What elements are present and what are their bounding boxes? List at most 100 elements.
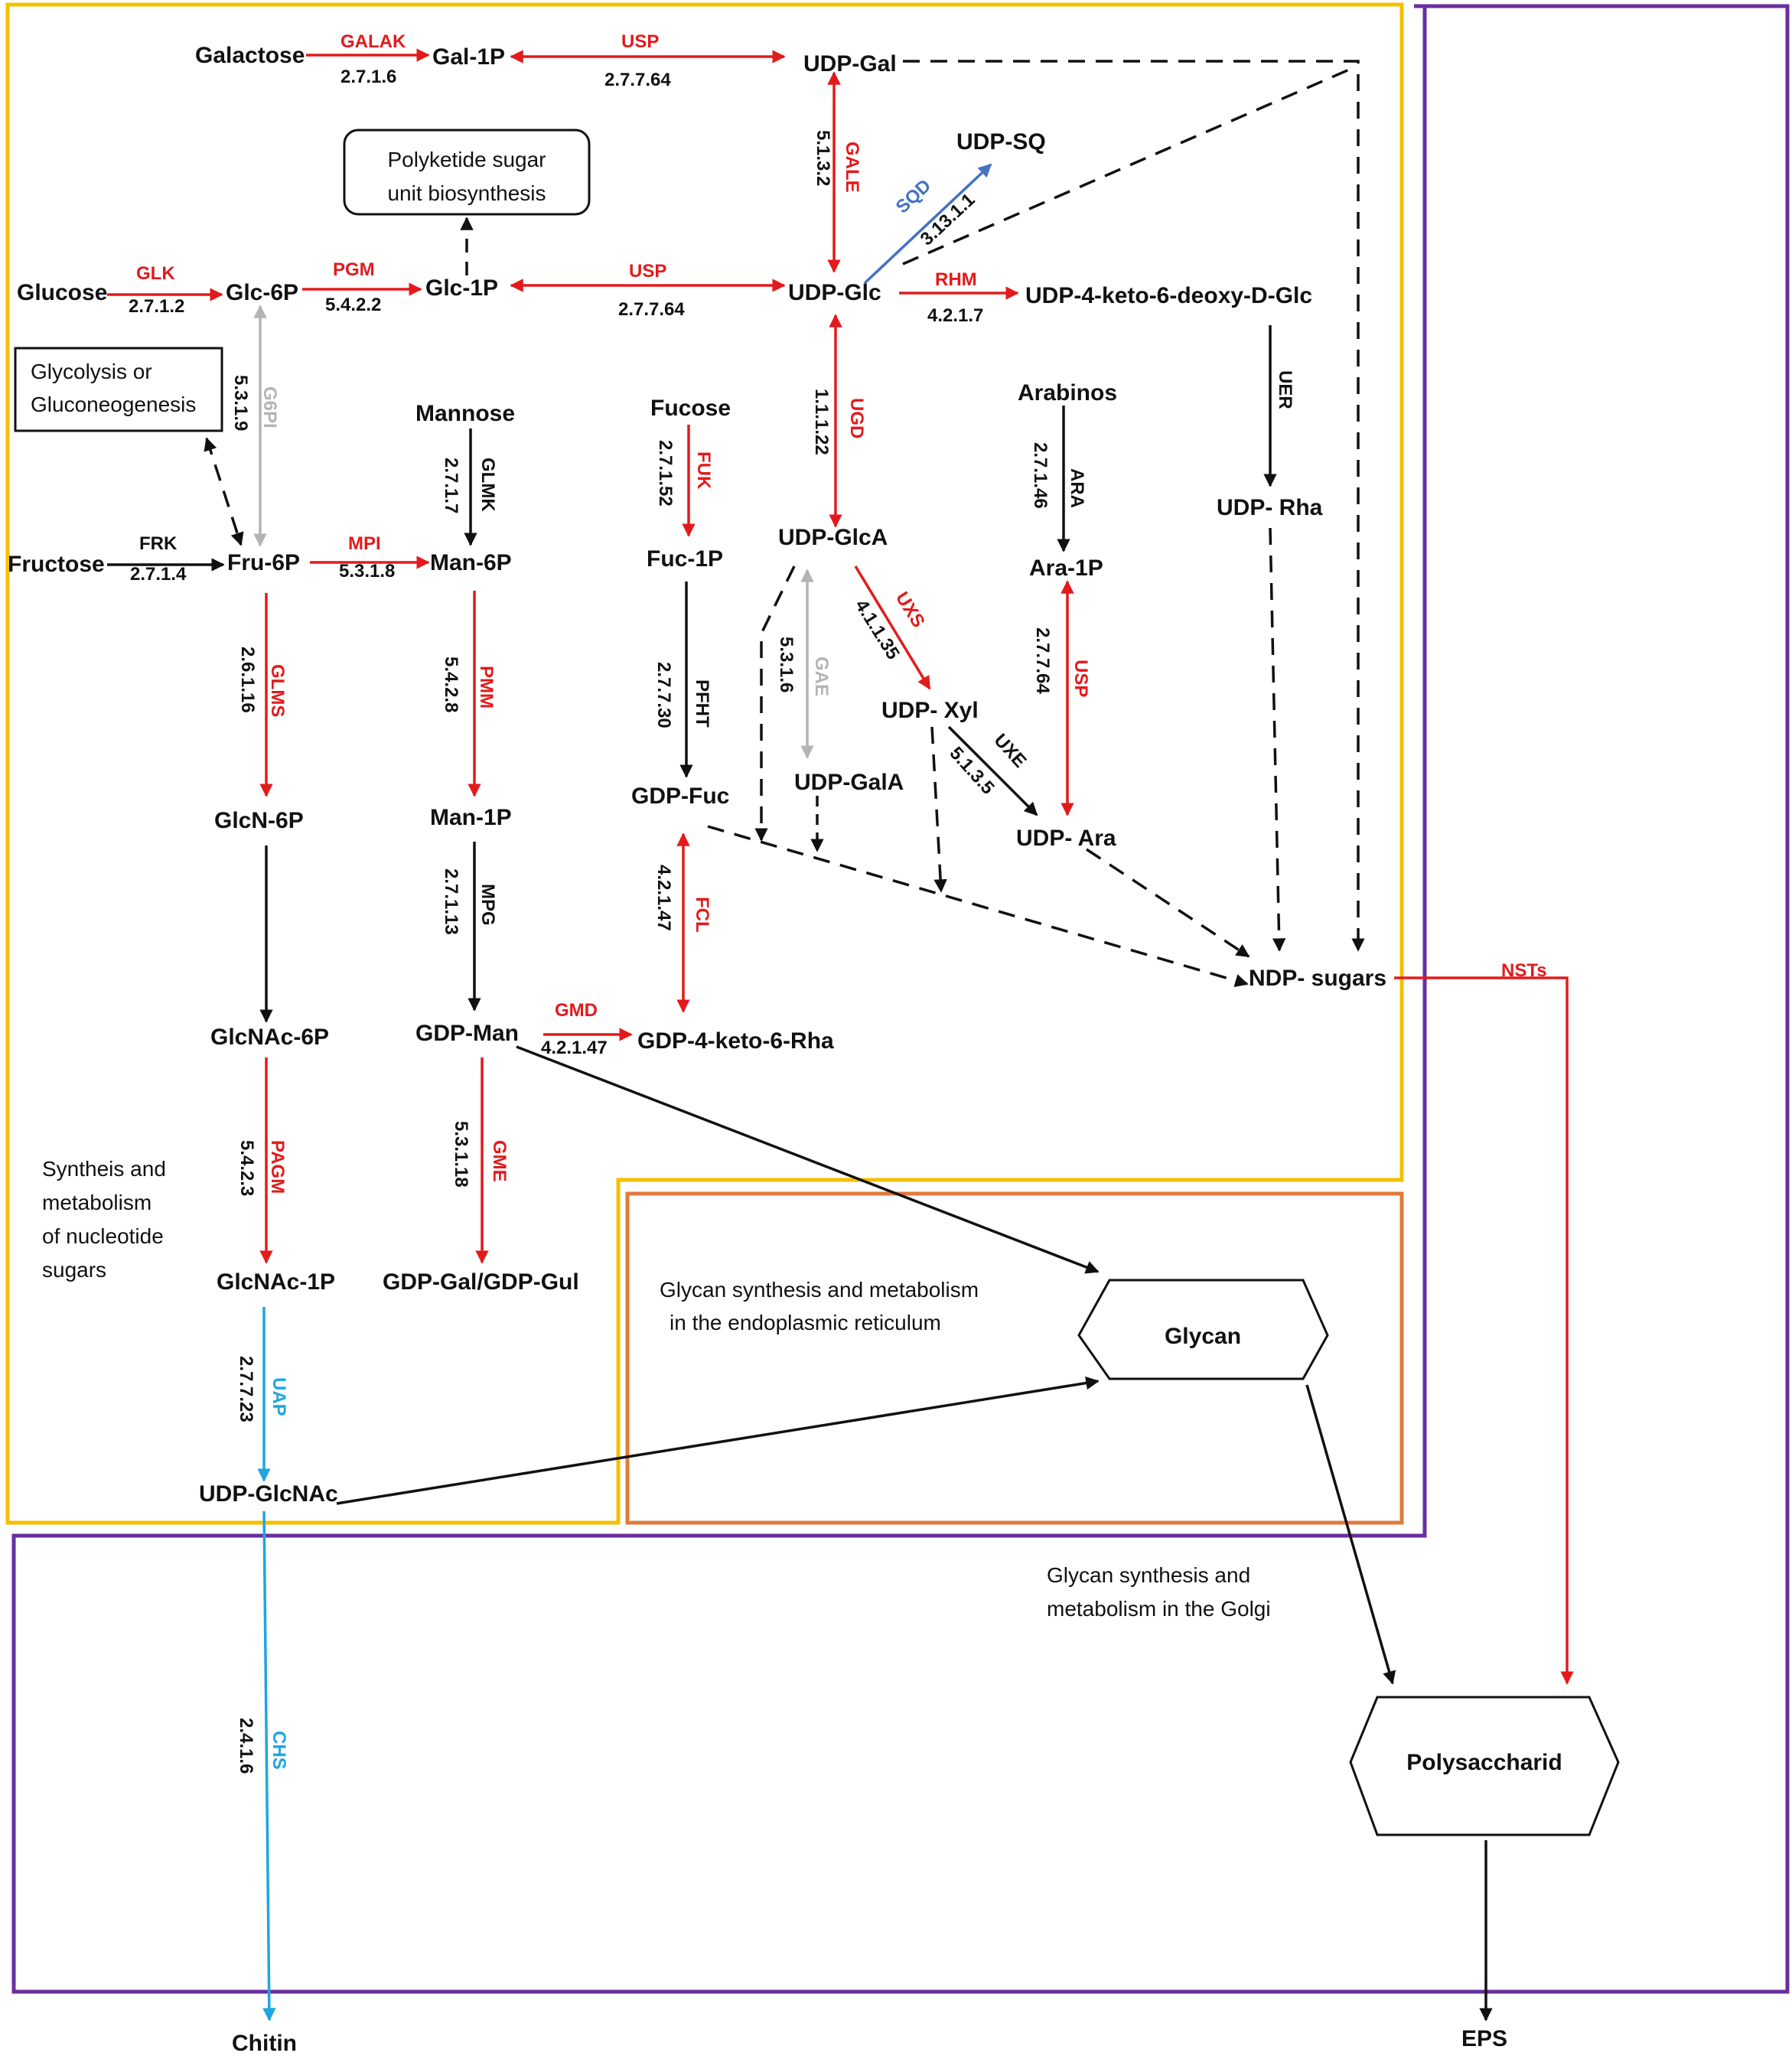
ec-gme: 5.3.1.18: [451, 1121, 471, 1188]
ec-pagm: 5.4.2.3: [236, 1140, 257, 1196]
node-gdpfuc: GDP-Fuc: [631, 784, 729, 809]
dashed-udpglc-corner: [902, 66, 1355, 266]
enzyme-rhm: RHM: [935, 269, 977, 290]
ec-frk: 2.7.1.4: [130, 564, 187, 585]
ec-mpi: 5.3.1.8: [339, 561, 395, 582]
node-fuc1p: Fuc-1P: [647, 546, 723, 572]
enzyme-uap: UAP: [269, 1377, 289, 1416]
dashed-udprha-ndpsugars: [1269, 527, 1286, 952]
node-fru6p: Fru-6P: [227, 550, 300, 575]
enzyme-gae: GAE: [811, 657, 832, 696]
er-region-note-line1: Glycan synthesis and metabolism: [660, 1278, 979, 1302]
enzyme-chs: CHS: [269, 1731, 289, 1770]
node-man6p: Man-6P: [430, 550, 512, 575]
golgi-region-note-line1: Glycan synthesis and: [1047, 1563, 1250, 1587]
arrow-ndpsugars-polysaccharid: [1394, 976, 1574, 1685]
ec-pgm: 5.4.2.2: [325, 295, 381, 315]
nucleotide-sugar-region-box: [5, 2, 1404, 1525]
enzyme-glk: GLK: [136, 263, 175, 284]
arrow-gdpman-glycan: [516, 1045, 1100, 1274]
ec-glms: 2.6.1.16: [237, 647, 258, 713]
ec-usp3: 2.7.7.64: [1032, 627, 1053, 694]
node-fructose: Fructose: [8, 552, 105, 577]
node-polysaccharid: Polysaccharid: [1406, 1750, 1562, 1775]
node-mannose: Mannose: [415, 401, 515, 426]
node-eps: EPS: [1461, 2026, 1507, 2051]
ec-uap: 2.7.7.23: [236, 1356, 256, 1422]
node-gdpgal: GDP-Gal/GDP-Gul: [383, 1269, 579, 1295]
node-glycan: Glycan: [1165, 1324, 1241, 1349]
polyketide-label-line1: Polyketide sugar: [387, 148, 546, 171]
node-udpgala: UDP-GalA: [794, 770, 904, 795]
polysaccharid-hexagon: [1349, 1696, 1620, 1836]
ec-glk: 2.7.1.2: [129, 296, 184, 317]
node-udpxyl: UDP- Xyl: [881, 698, 979, 723]
ec-ara: 2.7.1.46: [1030, 442, 1051, 509]
node-udp4keto: UDP-4-keto-6-deoxy-D-Glc: [1025, 283, 1312, 308]
node-gdp4keto: GDP-4-keto-6-Rha: [637, 1028, 834, 1054]
enzyme-usp1: USP: [621, 31, 659, 52]
arrow-udpxyl-udpara: [947, 725, 1038, 816]
enzyme-fcl: FCL: [692, 897, 712, 933]
node-glc6p: Glc-6P: [226, 280, 298, 305]
ec-g6pi: 5.3.1.9: [230, 375, 251, 431]
enzyme-sqd: SQD: [892, 175, 935, 217]
arrow-glycolysis-fru6p: [204, 437, 244, 546]
enzyme-usp3: USP: [1070, 660, 1091, 697]
enzyme-ara: ARA: [1067, 468, 1087, 508]
enzyme-mpg: MPG: [477, 884, 498, 926]
glycan-hexagon: [1077, 1279, 1329, 1380]
enzyme-uer: UER: [1275, 370, 1295, 409]
ec-usp2: 2.7.7.64: [618, 299, 685, 320]
node-udpglcnac: UDP-GlcNAc: [199, 1481, 338, 1507]
ec-galak: 2.7.1.6: [340, 67, 396, 87]
arrow-udpglcnac-glycan: [336, 1376, 1100, 1505]
node-fucose: Fucose: [650, 396, 731, 421]
ec-pmm: 5.4.2.8: [441, 657, 461, 712]
er-region-note-line2: in the endoplasmic reticulum: [670, 1311, 941, 1334]
enzyme-pgm: PGM: [333, 259, 375, 280]
enzyme-pagm: PAGM: [267, 1140, 288, 1194]
ec-gae: 5.3.1.6: [776, 637, 797, 692]
node-udpsq: UDP-SQ: [956, 129, 1046, 155]
enzyme-glmk: GLMK: [477, 458, 498, 512]
enzyme-g6pi: G6PI: [259, 386, 280, 428]
enzyme-gmd: GMD: [555, 1000, 598, 1021]
node-galactose: Galactose: [195, 43, 305, 68]
enzyme-glms: GLMS: [267, 664, 288, 717]
enzyme-ugd: UGD: [846, 398, 867, 438]
node-arabinos: Arabinos: [1018, 380, 1117, 406]
golgi-region-box-inner: [1414, 4, 1427, 1536]
dashed-udpglca-join: [754, 565, 796, 842]
ec-chs: 2.4.1.6: [236, 1718, 256, 1774]
arrow-udpglcnac-chitin: [262, 1510, 276, 2022]
node-udpgal: UDP-Gal: [803, 51, 897, 77]
node-man1p: Man-1P: [430, 805, 512, 830]
node-gal1p: Gal-1P: [432, 44, 505, 70]
ec-usp1: 2.7.7.64: [604, 70, 671, 90]
ec-uxs: 4.1.1.35: [851, 596, 904, 663]
ec-gmd: 4.2.1.47: [541, 1038, 608, 1058]
node-udpglca: UDP-GlcA: [778, 525, 888, 550]
ec-glmk: 2.7.1.7: [441, 458, 461, 513]
node-glucose: Glucose: [17, 280, 107, 305]
node-udpglc: UDP-Glc: [788, 280, 881, 305]
enzyme-gme: GME: [489, 1140, 510, 1182]
nucleotide-region-note-line1: Syntheis and: [42, 1157, 166, 1181]
polyketide-label-line2: unit biosynthesis: [387, 181, 546, 205]
ec-fcl: 4.2.1.47: [653, 865, 674, 931]
nucleotide-region-note-line3: of nucleotide: [42, 1224, 164, 1248]
enzyme-mpi: MPI: [348, 533, 381, 554]
node-glc1p: Glc-1P: [425, 275, 498, 301]
ec-pfht: 2.7.7.30: [653, 662, 674, 728]
nucleotide-region-note-line4: sugars: [42, 1258, 106, 1282]
nucleotide-region-note-line2: metabolism: [42, 1191, 152, 1214]
dashed-udpxyl-join: [930, 726, 947, 893]
polyketide-box: [343, 129, 591, 216]
enzyme-uxe: UXE: [990, 730, 1031, 772]
node-ndpsugars: NDP- sugars: [1249, 966, 1386, 991]
node-udpara: UDP- Ara: [1016, 826, 1116, 851]
glycolysis-box: [14, 347, 223, 432]
golgi-region-note-line2: metabolism in the Golgi: [1047, 1597, 1271, 1621]
